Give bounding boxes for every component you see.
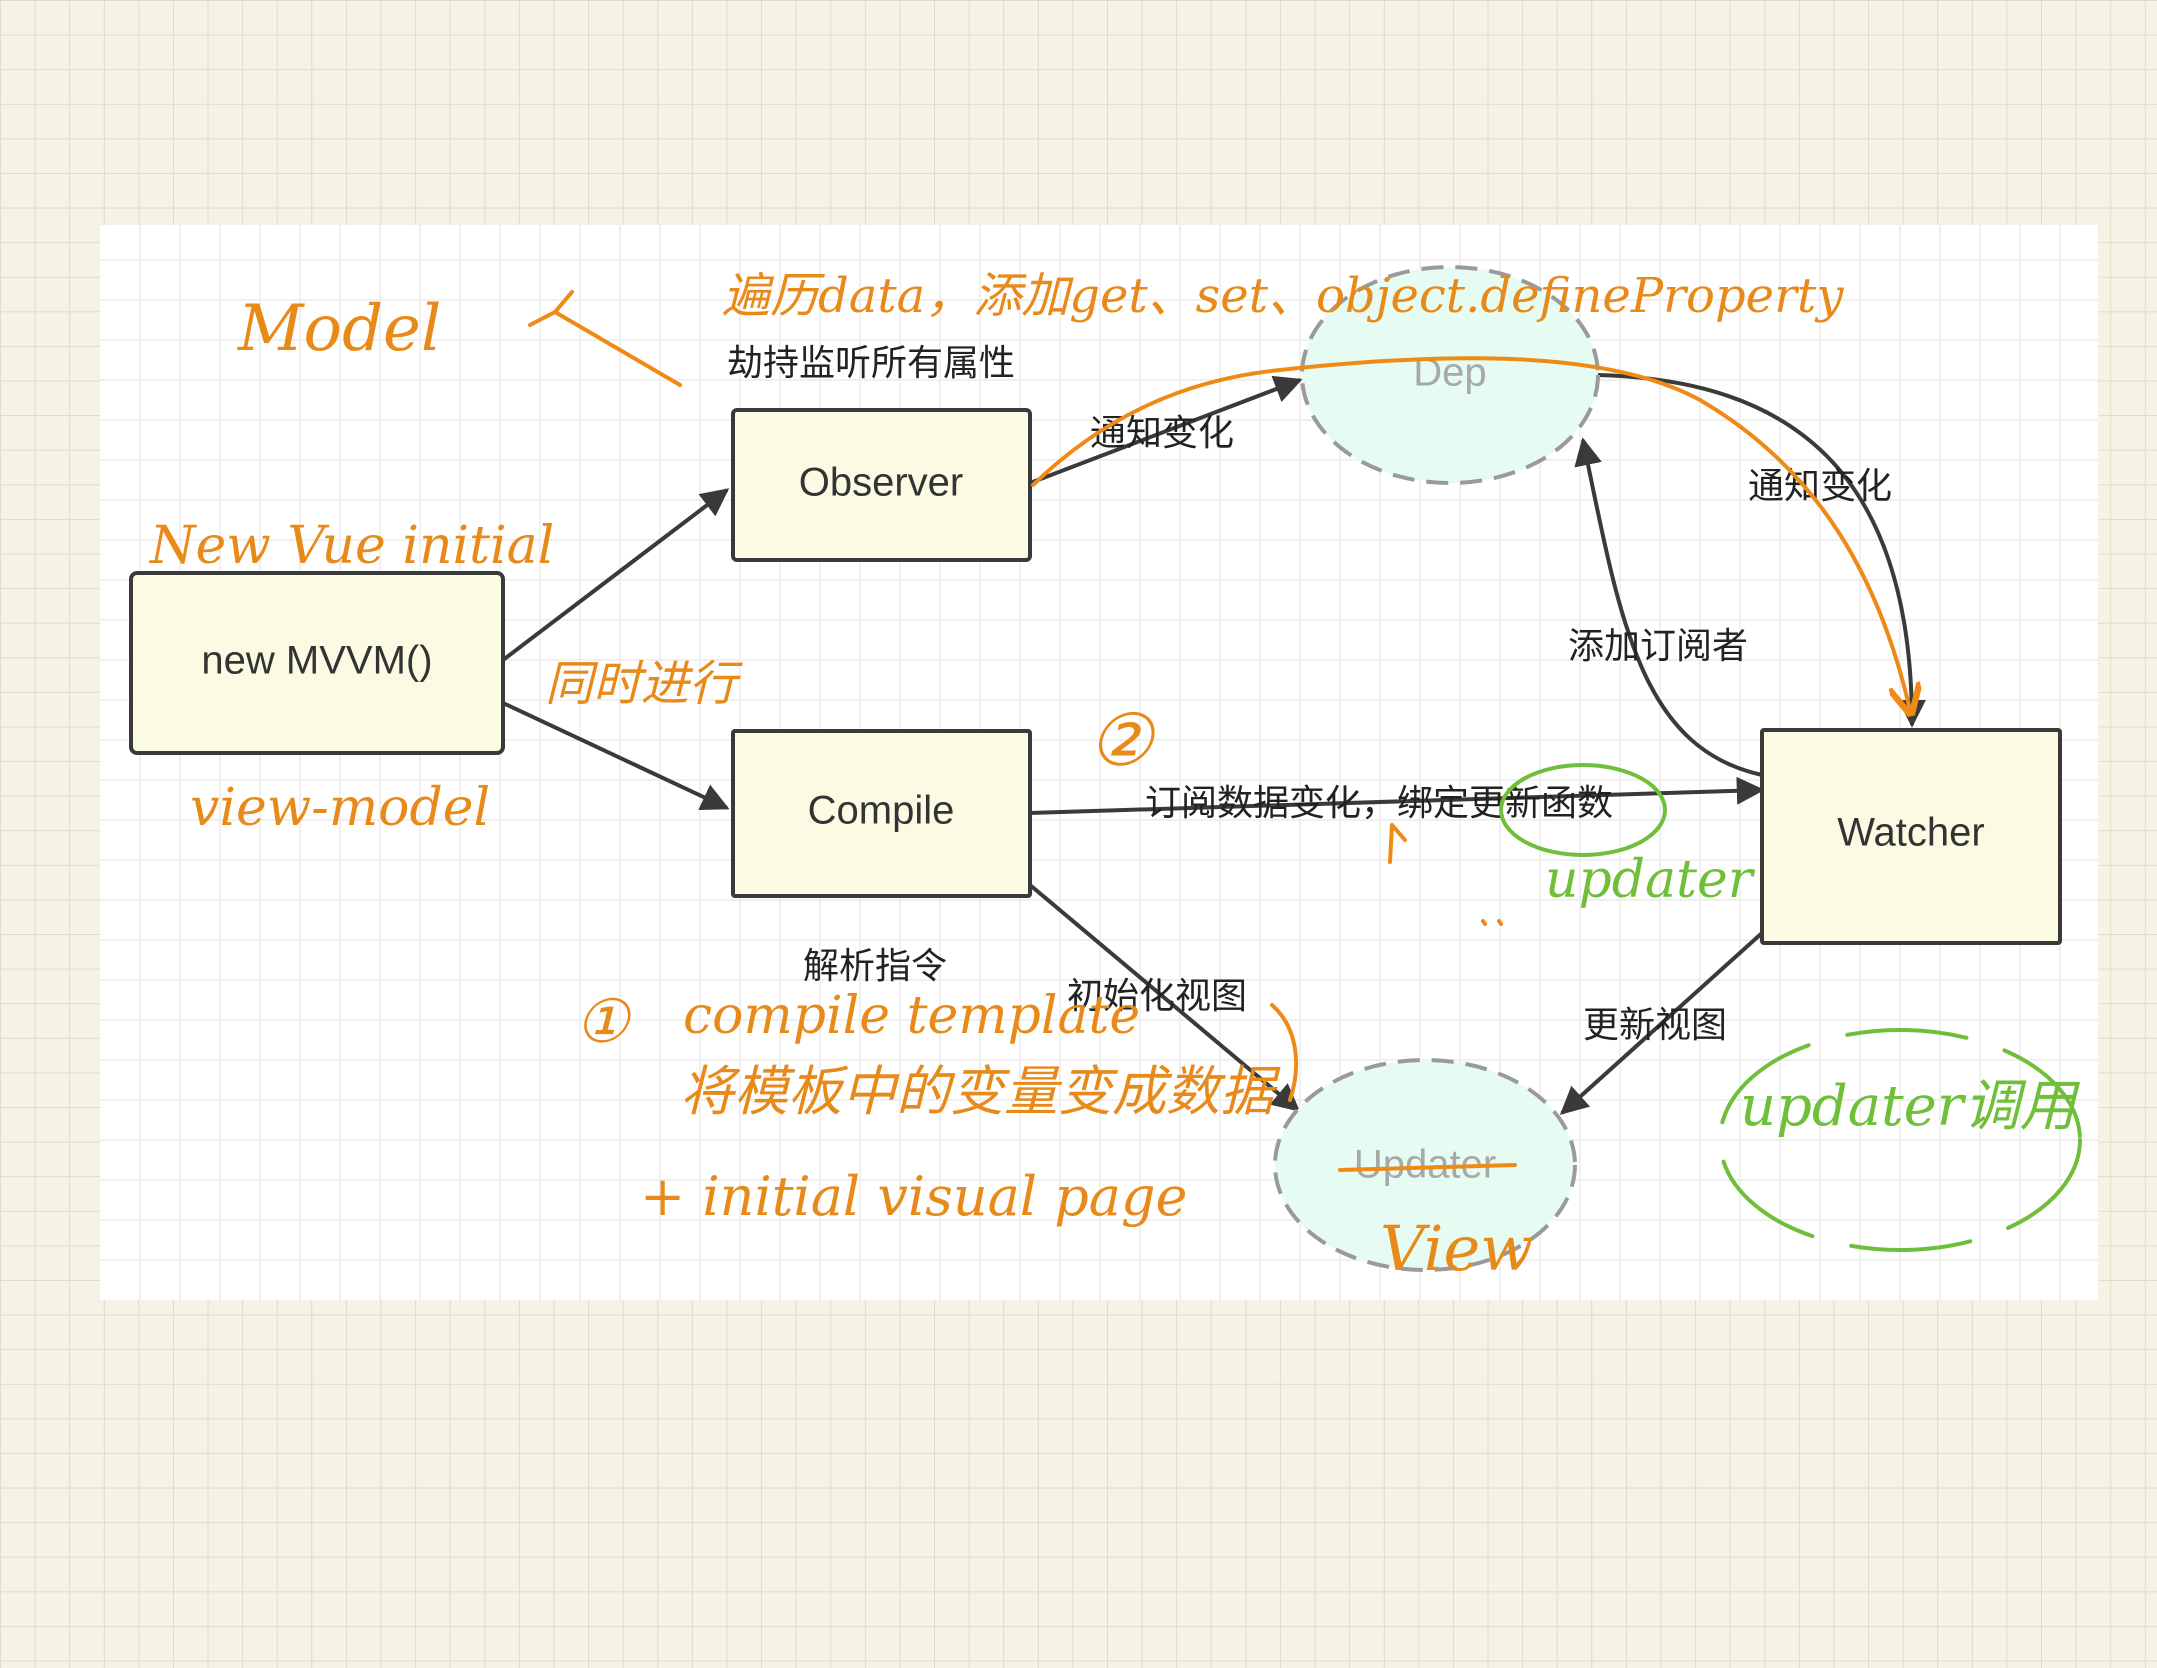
updater-circle [1499, 763, 1667, 857]
annotation-model: Model [237, 292, 441, 366]
annotation-step1: ① [575, 987, 632, 1057]
dots [1481, 919, 1503, 926]
annotation-simultaneous: 同时进行 [545, 656, 743, 712]
edge-compile-updater [1028, 883, 1301, 1112]
label-update-view: 更新视图 [1583, 1005, 1727, 1046]
model-arrow [528, 290, 682, 387]
updater-bracket [1270, 1003, 1299, 1102]
annotation-init-page: + initial visual page [640, 1165, 1188, 1228]
node-observer-label: Observer [799, 461, 964, 505]
annotation-view-model: view-model [190, 778, 490, 838]
edge-mvvm-observer [501, 488, 730, 662]
edge-compile-watcher [1029, 776, 1765, 815]
node-observer: Observer [731, 408, 1032, 562]
annotation-compile-template: compile template [683, 986, 1140, 1046]
observer-to-watcher-curve [1031, 356, 1910, 710]
label-notify-dep: 通知变化 [1090, 413, 1234, 454]
annotation-replace-vars: 将模板中的变量变成数据 [680, 1060, 1281, 1123]
label-notify-watcher: 通知变化 [1748, 466, 1892, 507]
node-mvvm-label: new MVVM() [201, 639, 432, 683]
edge-observer-dep [1029, 375, 1303, 485]
label-subscribe: 订阅数据变化，绑定更新函数 [1145, 783, 1613, 824]
annotation-updater-call: updater调用 [1740, 1074, 2081, 1139]
annotation-iterate: 遍历data，添加get、set、object.defineProperty [722, 268, 1844, 324]
node-watcher: Watcher [1760, 728, 2062, 945]
init-arrow-up [1388, 823, 1407, 864]
label-parse-directives: 解析指令 [803, 946, 947, 987]
annotation-step2: ② [1088, 698, 1156, 782]
edge-watcher-updater [1559, 931, 1764, 1115]
annotation-view: View [1380, 1212, 1533, 1285]
node-updater: Updater [1273, 1058, 1577, 1272]
edge-mvvm-compile [502, 701, 730, 810]
edge-watcher-dep [1574, 437, 1763, 777]
updater-call-loop [1718, 1028, 2082, 1252]
annotation-new-vue: New Vue initial [148, 516, 554, 576]
edge-dep-watcher [1597, 373, 1926, 728]
label-init-view: 初始化视图 [1067, 976, 1247, 1017]
label-hijack: 劫持监听所有属性 [727, 343, 1015, 384]
updater-strikethrough [1338, 1163, 1517, 1172]
node-mvvm: new MVVM() [129, 571, 505, 755]
annotation-updater-note: updater [1545, 850, 1756, 910]
node-compile-label: Compile [808, 789, 955, 833]
node-watcher-label: Watcher [1837, 811, 1984, 855]
node-compile: Compile [731, 729, 1032, 898]
label-add-subscriber: 添加订阅者 [1568, 626, 1748, 667]
